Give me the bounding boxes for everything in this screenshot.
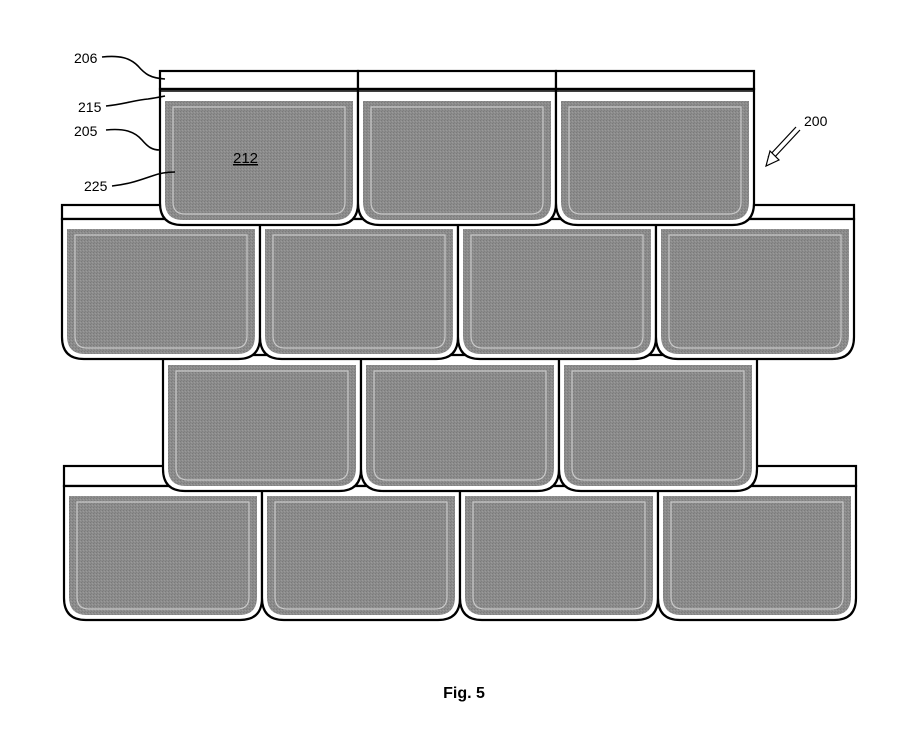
tile-face — [363, 101, 551, 220]
tile-inner-line — [568, 106, 742, 215]
shingle-tile — [260, 464, 462, 622]
tile-face — [561, 101, 749, 220]
tile-face — [67, 229, 255, 354]
label-212: 212 — [233, 150, 258, 167]
tile-face — [661, 229, 849, 354]
tile-inner-line — [172, 106, 346, 215]
shingle-tile — [456, 203, 658, 361]
label-206: 206 — [74, 50, 98, 66]
shingle-tile — [654, 203, 856, 361]
label-225: 225 — [84, 178, 108, 194]
shingle-tile — [359, 353, 561, 493]
shingle-tile — [60, 203, 262, 361]
tile-inner-line — [274, 501, 448, 610]
tile-inner-line — [76, 501, 250, 610]
label-205: 205 — [74, 123, 98, 139]
tile-inner-line — [668, 234, 842, 349]
shingle-tile — [557, 353, 759, 493]
leader-206 — [101, 55, 166, 80]
shingle-tile — [62, 464, 264, 622]
leader-225 — [111, 171, 176, 187]
tile-face — [165, 101, 353, 220]
leader-205 — [105, 128, 161, 151]
tile-inner-line — [571, 370, 745, 481]
tile-inner-line — [472, 501, 646, 610]
arrow-200 — [765, 126, 801, 168]
tile-face — [465, 496, 653, 615]
shingle-tile — [161, 353, 363, 493]
tile-inner-line — [74, 234, 248, 349]
tile-row-3 — [161, 353, 759, 493]
tile-face — [267, 496, 455, 615]
tile-row-1 — [158, 69, 756, 227]
tile-face — [168, 365, 356, 486]
tile-inner-line — [272, 234, 446, 349]
leader-215 — [105, 95, 166, 107]
tile-inner-line — [470, 234, 644, 349]
tile-face — [663, 496, 851, 615]
tile-inner-line — [175, 370, 349, 481]
tile-inner-line — [370, 106, 544, 215]
tile-inner-line — [373, 370, 547, 481]
label-200: 200 — [804, 113, 828, 129]
shingle-tile — [356, 69, 558, 227]
top-strip — [158, 69, 360, 91]
tile-face — [69, 496, 257, 615]
figure-caption: Fig. 5 — [443, 685, 485, 702]
tile-inner-line — [670, 501, 844, 610]
shingle-tile — [258, 203, 460, 361]
leader-lines — [101, 55, 801, 187]
tile-row-2 — [60, 203, 856, 361]
label-215: 215 — [78, 99, 102, 115]
top-strip — [356, 69, 558, 91]
tile-face — [564, 365, 752, 486]
tile-face — [265, 229, 453, 354]
tile-face — [463, 229, 651, 354]
shingle-tile — [158, 69, 360, 227]
top-strip — [554, 69, 756, 91]
tile-rows — [60, 69, 858, 622]
tile-face — [366, 365, 554, 486]
shingle-tile — [554, 69, 756, 227]
